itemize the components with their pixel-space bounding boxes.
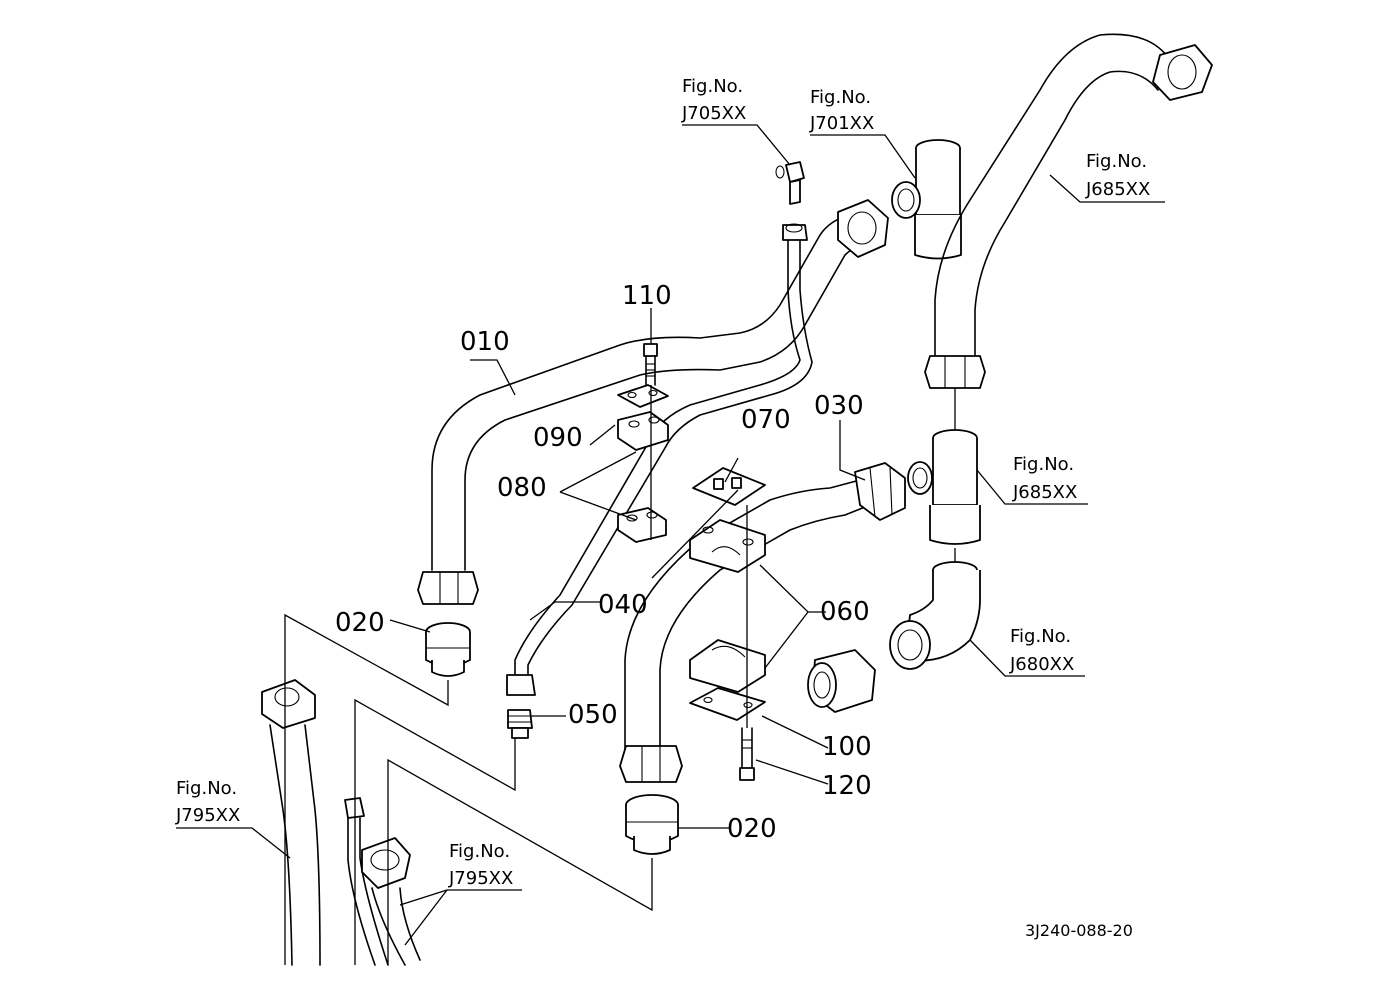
- label-010: 010: [460, 327, 510, 357]
- fig-ref-j795-left: J795XX: [175, 805, 240, 826]
- fitting-020-right: [625, 794, 679, 855]
- label-090: 090: [533, 423, 583, 453]
- pipe-030-nut-upper: [854, 462, 906, 521]
- label-100: 100: [822, 732, 872, 762]
- fig-label-j705: Fig.No.: [682, 76, 743, 97]
- fig-label-j680: Fig.No.: [1010, 626, 1071, 647]
- elbow-fitting-j680: [889, 561, 981, 670]
- pipe-010-nut-lower: [417, 571, 479, 605]
- fig-label-j795-left: Fig.No.: [176, 778, 237, 799]
- label-020-left: 020: [335, 608, 385, 638]
- label-040: 040: [598, 590, 648, 620]
- tube-040: [514, 239, 813, 681]
- fig-ref-j701: J701XX: [809, 113, 874, 134]
- label-120: 120: [822, 771, 872, 801]
- tee-fitting-j685: [907, 429, 981, 545]
- fig-ref-j795-bottom: J795XX: [448, 868, 513, 889]
- fitting-j705: [775, 161, 805, 205]
- tee-fitting-j701: [891, 139, 962, 260]
- fitting-020-left: [425, 622, 471, 677]
- bolt-110: [643, 343, 658, 386]
- fig-label-j685-top: Fig.No.: [1086, 151, 1147, 172]
- clamp-060-lower: [689, 639, 766, 693]
- plate-070: [692, 467, 766, 506]
- fig-ref-j685-top: J685XX: [1085, 179, 1150, 200]
- pipe-010-nut-upper: [837, 199, 889, 258]
- fig-ref-j705: J705XX: [681, 103, 746, 124]
- clamp-060-upper: [689, 519, 766, 573]
- label-070: 070: [741, 405, 791, 435]
- pipe-010: [431, 214, 871, 571]
- plate-090: [617, 384, 669, 408]
- label-110: 110: [622, 281, 672, 311]
- label-080: 080: [497, 473, 547, 503]
- fig-label-j795-bottom: Fig.No.: [449, 841, 510, 862]
- fig-ref-j680: J680XX: [1009, 654, 1074, 675]
- tube-040-nut-top: [782, 223, 808, 241]
- clamp-080-upper: [617, 411, 669, 451]
- pipe-j685-top: [924, 33, 1213, 389]
- diagram-code: 3J240-088-20: [1025, 921, 1133, 940]
- bolt-120: [739, 727, 755, 781]
- leader-lines: [176, 124, 1165, 946]
- fig-label-j701: Fig.No.: [810, 87, 871, 108]
- tube-040-nut-bottom: [506, 674, 536, 696]
- adapter-050: [507, 709, 533, 739]
- fig-label-j685-mid: Fig.No.: [1013, 454, 1074, 475]
- label-020-right: 020: [727, 814, 777, 844]
- label-050: 050: [568, 700, 618, 730]
- adapter-fitting: [807, 649, 876, 713]
- label-030: 030: [814, 391, 864, 421]
- connection-lines: [284, 613, 653, 965]
- clamp-080-lower: [617, 507, 667, 543]
- label-060: 060: [820, 597, 870, 627]
- pipe-j795-left: [261, 679, 321, 966]
- fig-ref-j685-mid: J685XX: [1012, 482, 1077, 503]
- pipe-030-nut-lower: [619, 745, 683, 783]
- plate-100: [689, 687, 766, 721]
